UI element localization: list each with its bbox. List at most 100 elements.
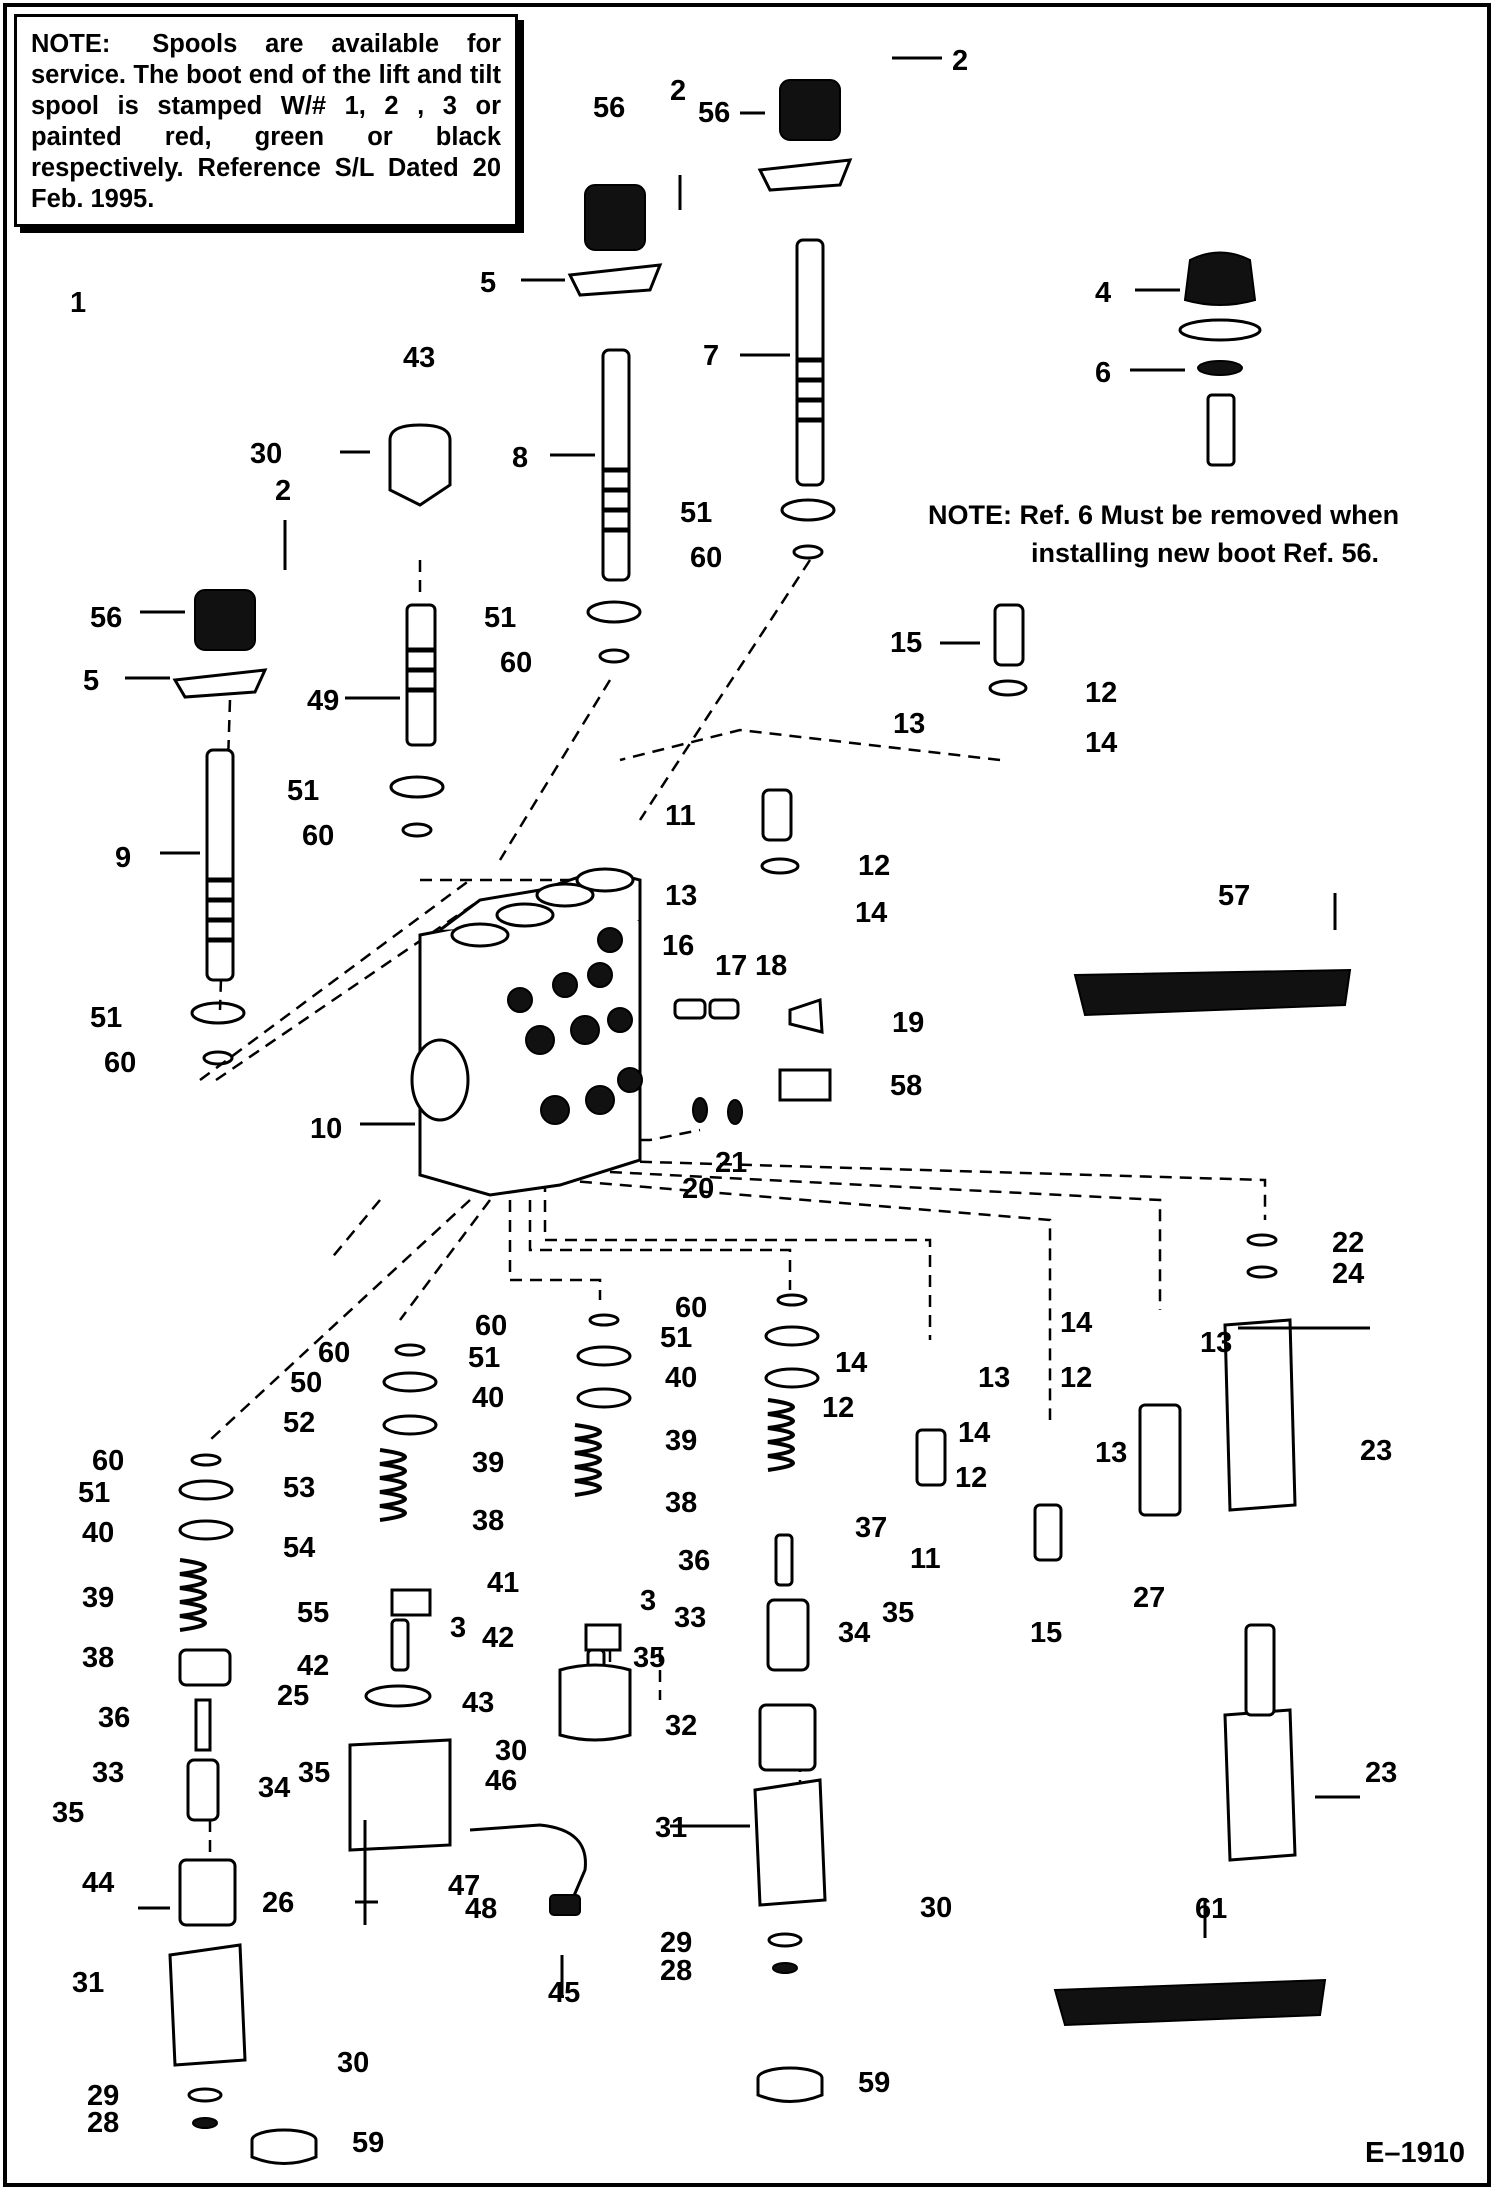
callout-14: 14 — [855, 897, 887, 929]
callout-14: 14 — [1085, 727, 1117, 759]
callout-35: 35 — [633, 1642, 665, 1674]
callout-28: 28 — [660, 1955, 692, 1987]
callout-13: 13 — [978, 1362, 1010, 1394]
callout-49: 49 — [307, 685, 339, 717]
callout-21: 21 — [715, 1147, 747, 1179]
callout-22: 22 — [1332, 1227, 1364, 1259]
callout-31: 31 — [655, 1812, 687, 1844]
callout-36: 36 — [98, 1702, 130, 1734]
callout-51: 51 — [468, 1342, 500, 1374]
callout-24: 24 — [1332, 1258, 1364, 1290]
callout-34: 34 — [838, 1617, 870, 1649]
washers-and-orings — [178, 498, 1278, 1708]
boot-note-line2: installing new boot Ref. 56. — [1031, 538, 1380, 568]
callout-19: 19 — [892, 1007, 924, 1039]
callout-30: 30 — [337, 2047, 369, 2079]
callout-60: 60 — [302, 820, 334, 852]
callout-42: 42 — [297, 1650, 329, 1682]
callout-13: 13 — [1095, 1437, 1127, 1469]
valve-body — [410, 867, 643, 1197]
callout-47: 47 — [448, 1870, 480, 1902]
callout-60: 60 — [92, 1445, 124, 1477]
callout-14: 14 — [835, 1347, 867, 1379]
callout-53: 53 — [283, 1472, 315, 1504]
callout-56: 56 — [90, 602, 122, 634]
callout-8: 8 — [512, 442, 528, 474]
callout-13: 13 — [665, 880, 697, 912]
callout-12: 12 — [822, 1392, 854, 1424]
callout-6: 6 — [1095, 357, 1111, 389]
boot-note-line1: NOTE: Ref. 6 Must be removed when — [928, 500, 1400, 530]
callout-33: 33 — [92, 1757, 124, 1789]
callout-44: 44 — [82, 1867, 114, 1899]
callout-54: 54 — [283, 1532, 315, 1564]
callout-32: 32 — [665, 1710, 697, 1742]
callout-51: 51 — [680, 497, 712, 529]
callout-46: 46 — [485, 1765, 517, 1797]
callout-51: 51 — [78, 1477, 110, 1509]
callout-18: 18 — [755, 950, 787, 982]
callout-28: 28 — [87, 2107, 119, 2139]
callout-38: 38 — [665, 1487, 697, 1519]
callout-43: 43 — [403, 342, 435, 374]
callout-3: 3 — [640, 1585, 656, 1617]
callout-13: 13 — [1200, 1327, 1232, 1359]
callout-41: 41 — [487, 1567, 519, 1599]
callout-52: 52 — [283, 1407, 315, 1439]
callout-56: 56 — [698, 97, 730, 129]
callout-10: 10 — [310, 1113, 342, 1145]
callout-15: 15 — [890, 627, 922, 659]
callout-40: 40 — [472, 1382, 504, 1414]
callout-61: 61 — [1195, 1893, 1227, 1925]
callout-31: 31 — [72, 1967, 104, 1999]
callout-3: 3 — [450, 1612, 466, 1644]
callout-59: 59 — [352, 2127, 384, 2159]
callout-1: 1 — [70, 287, 86, 319]
callout-12: 12 — [1060, 1362, 1092, 1394]
callout-12: 12 — [1085, 677, 1117, 709]
callout-5: 5 — [83, 665, 99, 697]
callout-numbers: 2 2 2 56 56 56 1 5 5 4 6 7 8 43 30 51 60… — [52, 45, 1465, 2169]
callout-40: 40 — [82, 1517, 114, 1549]
callout-51: 51 — [90, 1002, 122, 1034]
callout-16: 16 — [662, 930, 694, 962]
figure-id: E–1910 — [1365, 2137, 1465, 2169]
callout-60: 60 — [690, 542, 722, 574]
callout-33: 33 — [674, 1602, 706, 1634]
callout-4: 4 — [1095, 277, 1111, 309]
callout-58: 58 — [890, 1070, 922, 1102]
callout-43: 43 — [462, 1687, 494, 1719]
callout-30: 30 — [250, 438, 282, 470]
spools-and-boots — [172, 79, 1262, 982]
service-note-text: Spools are available for service. The bo… — [31, 30, 501, 213]
callout-48: 48 — [465, 1893, 497, 1925]
leader-lines — [125, 56, 1370, 1995]
callout-30: 30 — [920, 1892, 952, 1924]
callout-51: 51 — [660, 1322, 692, 1354]
callout-7: 7 — [703, 340, 719, 372]
callout-29: 29 — [660, 1927, 692, 1959]
callout-56: 56 — [593, 92, 625, 124]
callout-2: 2 — [952, 45, 968, 77]
callout-15: 15 — [1030, 1617, 1062, 1649]
callout-20: 20 — [682, 1173, 714, 1205]
callout-60: 60 — [104, 1047, 136, 1079]
callout-5: 5 — [480, 267, 496, 299]
callout-12: 12 — [858, 850, 890, 882]
service-note: NOTE: Spools are available for service. … — [14, 14, 518, 227]
callout-35: 35 — [298, 1757, 330, 1789]
callout-51: 51 — [484, 602, 516, 634]
service-note-label: NOTE: — [31, 30, 111, 58]
callout-2: 2 — [670, 75, 686, 107]
springs — [179, 1398, 795, 1632]
callout-38: 38 — [472, 1505, 504, 1537]
callout-11: 11 — [910, 1543, 941, 1575]
callout-34: 34 — [258, 1772, 290, 1804]
callout-36: 36 — [678, 1545, 710, 1577]
callout-59: 59 — [858, 2067, 890, 2099]
callout-25: 25 — [277, 1680, 309, 1712]
callout-29: 29 — [87, 2080, 119, 2112]
callout-11: 11 — [665, 800, 696, 832]
callout-2: 2 — [275, 475, 291, 507]
